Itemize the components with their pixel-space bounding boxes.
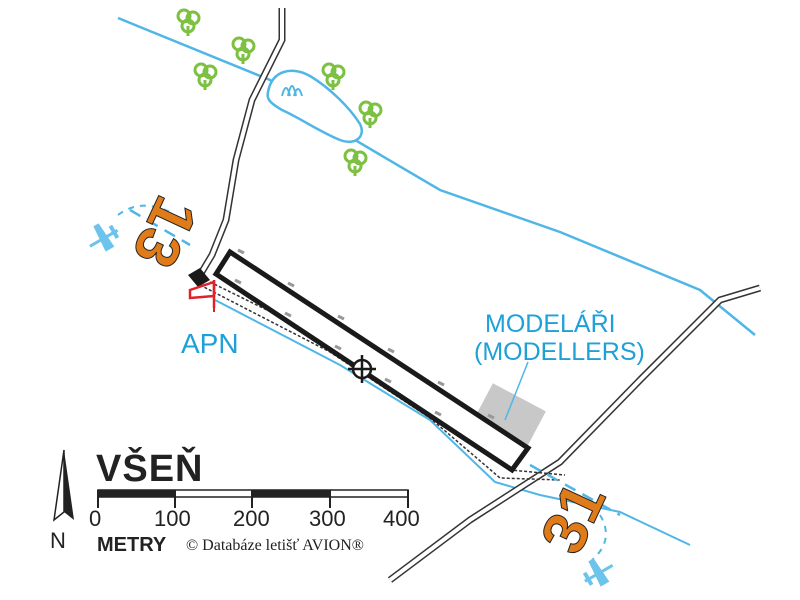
runway-centreline-extension-nw <box>129 208 191 247</box>
scale-tick-label: 300 <box>309 506 346 531</box>
stream <box>117 16 756 336</box>
scale-tick-label: 200 <box>233 506 270 531</box>
airfield-title: VŠEŇ <box>96 448 204 490</box>
circuit-arc-nw <box>117 204 171 216</box>
tree-icon <box>343 148 368 176</box>
north-label: N <box>50 528 66 553</box>
pond-reeds-icon <box>281 85 303 97</box>
tree-icon <box>176 8 201 36</box>
airplane-icon <box>89 223 120 252</box>
runway-edge-markers <box>234 248 495 420</box>
tree-icon <box>358 100 383 128</box>
scale-units-label: METRY <box>97 534 167 556</box>
main-road-inner <box>388 286 761 582</box>
runway-centreline-extension-se <box>529 463 621 517</box>
airplane-icon <box>582 558 614 587</box>
lower-stream <box>214 299 691 546</box>
scale-tick-label: 0 <box>89 506 102 531</box>
scale-bar <box>97 489 409 508</box>
tree-icon <box>231 36 256 64</box>
runway <box>212 248 532 474</box>
north-arrow-icon <box>52 449 74 522</box>
tree-icon <box>321 62 346 90</box>
scale-tick-label: 100 <box>154 506 191 531</box>
pond <box>266 69 363 143</box>
copyright-notice: © Databáze letišť AVION® <box>186 537 364 554</box>
aerodrome-reference-point-icon <box>348 355 376 383</box>
access-road-inner <box>198 8 284 277</box>
modellers-label-czech: MODELÁŘI <box>485 310 616 338</box>
modellers-label-english: (MODELLERS) <box>474 338 645 366</box>
model-flying-area <box>474 383 546 447</box>
scale-tick-label: 400 <box>383 506 420 531</box>
tree-icon <box>193 62 218 90</box>
circuit-arc-se <box>591 514 607 561</box>
apron-label: APN <box>181 328 239 359</box>
apron-building <box>188 268 210 287</box>
modellers-leader-line <box>504 361 529 421</box>
